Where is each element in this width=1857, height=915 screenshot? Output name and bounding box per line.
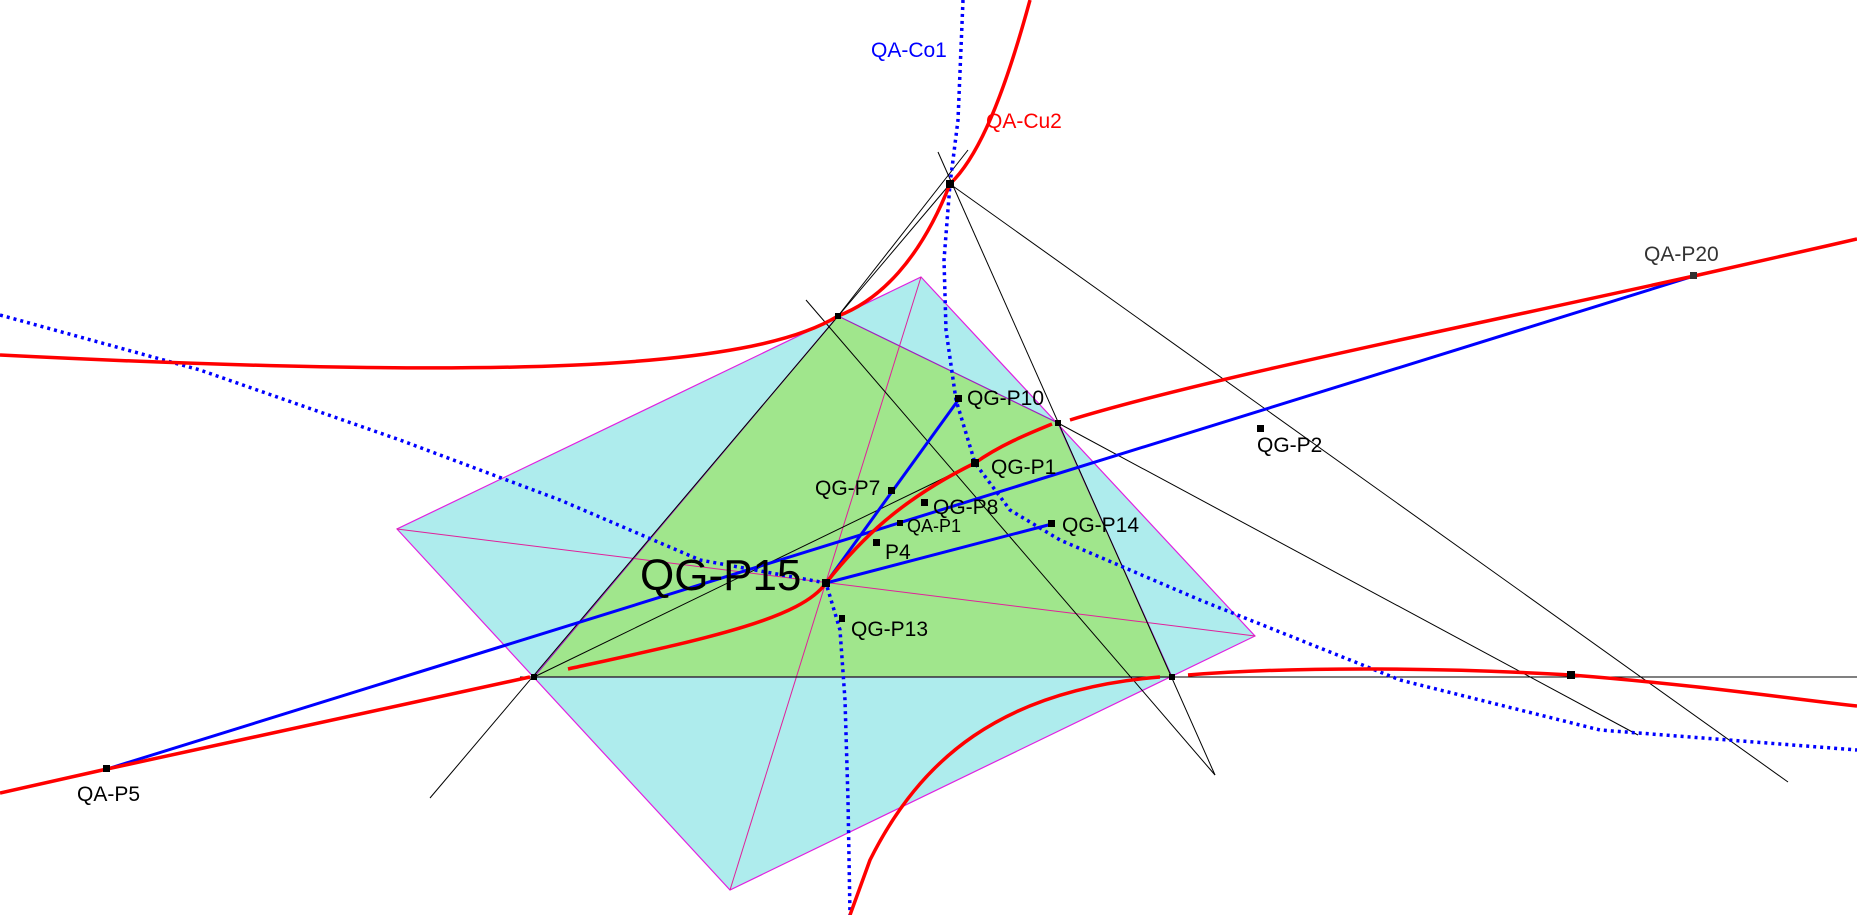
label-qa-p20: QA-P20 [1644,243,1719,266]
point-qa-p5[interactable] [103,765,110,772]
point-qg-p8[interactable] [921,499,928,506]
points [103,180,1697,772]
point-qg-p7[interactable] [888,487,895,494]
point-green-bottom-right[interactable] [1169,674,1175,680]
label-qg-p13: QG-P13 [851,618,928,641]
point-green-bottom-left[interactable] [531,674,537,680]
point-p4[interactable] [873,539,880,546]
point-top-apex[interactable] [946,180,954,188]
label-qg-p1: QG-P1 [991,456,1056,479]
point-qg-p2[interactable] [1257,425,1264,432]
label-qa-co1: QA-Co1 [871,39,947,62]
point-qg-p15[interactable] [822,579,830,587]
point-qa-p1[interactable] [897,520,903,526]
label-p4: P4 [885,541,911,564]
point-qa-p20[interactable] [1690,272,1697,279]
label-qg-p7: QG-P7 [815,477,880,500]
point-far-right[interactable] [1567,671,1575,679]
point-qg-p1[interactable] [971,459,979,467]
label-qg-p8: QG-P8 [933,496,998,519]
point-green-right[interactable] [1055,420,1061,426]
point-qg-p10[interactable] [955,395,962,402]
label-qa-p1: QA-P1 [907,516,961,536]
label-qa-p5: QA-P5 [77,783,140,806]
label-qg-p14: QG-P14 [1062,514,1139,537]
point-qg-p13[interactable] [839,615,845,622]
point-green-top[interactable] [835,313,841,319]
point-qg-p14[interactable] [1048,520,1055,527]
label-qa-cu2: QA-Cu2 [986,110,1062,133]
label-qg-p10: QG-P10 [967,387,1044,410]
label-qg-p2: QG-P2 [1257,434,1322,457]
label-qg-p15: QG-P15 [640,551,801,600]
